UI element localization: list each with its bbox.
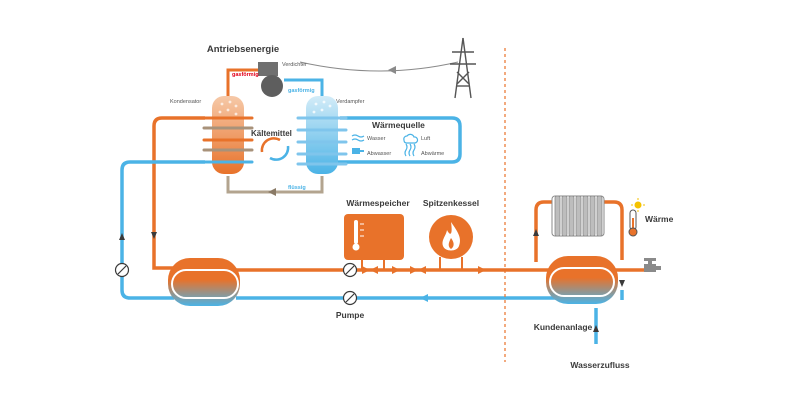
waermequelle-label: Wärmequelle	[372, 120, 425, 130]
tap-icon	[644, 258, 661, 272]
waste-heat-icon	[404, 143, 416, 157]
gasfoermig-left-label: gasförmig	[232, 72, 259, 78]
abwasser-label: Abwasser	[367, 151, 391, 157]
verdichter-label: Verdichter	[282, 62, 307, 68]
kaeltemittel-label: Kältemittel	[251, 129, 292, 138]
pumpe-label: Pumpe	[336, 310, 365, 320]
pump-icon	[114, 262, 130, 278]
flow-arrow-right	[478, 266, 486, 274]
wasser-label: Wasser	[367, 136, 386, 142]
antriebsenergie-label: Antriebsenergie	[207, 44, 279, 55]
flow-arrow-up	[533, 229, 539, 236]
power-pylon-icon	[450, 37, 476, 99]
sun-icon	[631, 198, 645, 212]
sewage-icon	[352, 148, 364, 154]
kundenanlage-label: Kundenanlage	[534, 322, 593, 332]
kondensator-label: Kondensator	[170, 99, 201, 105]
flow-arrow-up-left	[119, 233, 125, 240]
flow-arrow-left	[420, 294, 428, 302]
valve-icon	[362, 266, 426, 274]
fluessig-label: flüssig	[288, 185, 306, 191]
refrigerant-arrow	[268, 188, 276, 196]
cold-loop	[120, 116, 560, 300]
flow-arrow-down	[619, 280, 625, 287]
wasserzufluss-label: Wasserzufluss	[570, 360, 629, 370]
thermometer-icon	[344, 214, 404, 270]
power-line	[299, 61, 459, 74]
flow-arrow-right	[392, 266, 400, 274]
cloud-icon	[403, 133, 419, 144]
heat-exchanger-left	[168, 258, 240, 306]
flame-icon	[429, 215, 473, 270]
flow-arrow-up	[593, 325, 599, 332]
spitzenkessel-label: Spitzenkessel	[423, 198, 479, 208]
pump-icon	[342, 290, 358, 306]
customer-loop	[534, 200, 648, 344]
waermespeicher-label: Wärmespeicher	[346, 198, 410, 208]
evaporator-icon	[296, 96, 348, 174]
pump-icon	[342, 262, 358, 278]
radiator-icon	[551, 195, 605, 237]
gasfoermig-right-label: gasförmig	[288, 88, 315, 94]
power-arrow	[388, 66, 396, 74]
thermometer-icon	[628, 209, 638, 237]
abwaerme-label: Abwärme	[421, 151, 444, 157]
compressor-icon	[258, 62, 283, 97]
verdampfer-label: Verdampfer	[336, 99, 365, 105]
condenser-icon	[202, 96, 254, 174]
waerme-label: Wärme	[645, 214, 674, 224]
refrigerant-cycle-icon	[260, 137, 290, 161]
flow-arrow-down-left	[151, 232, 157, 239]
heat-exchanger-right	[546, 256, 618, 304]
luft-label: Luft	[421, 136, 431, 142]
water-icon	[351, 134, 365, 142]
